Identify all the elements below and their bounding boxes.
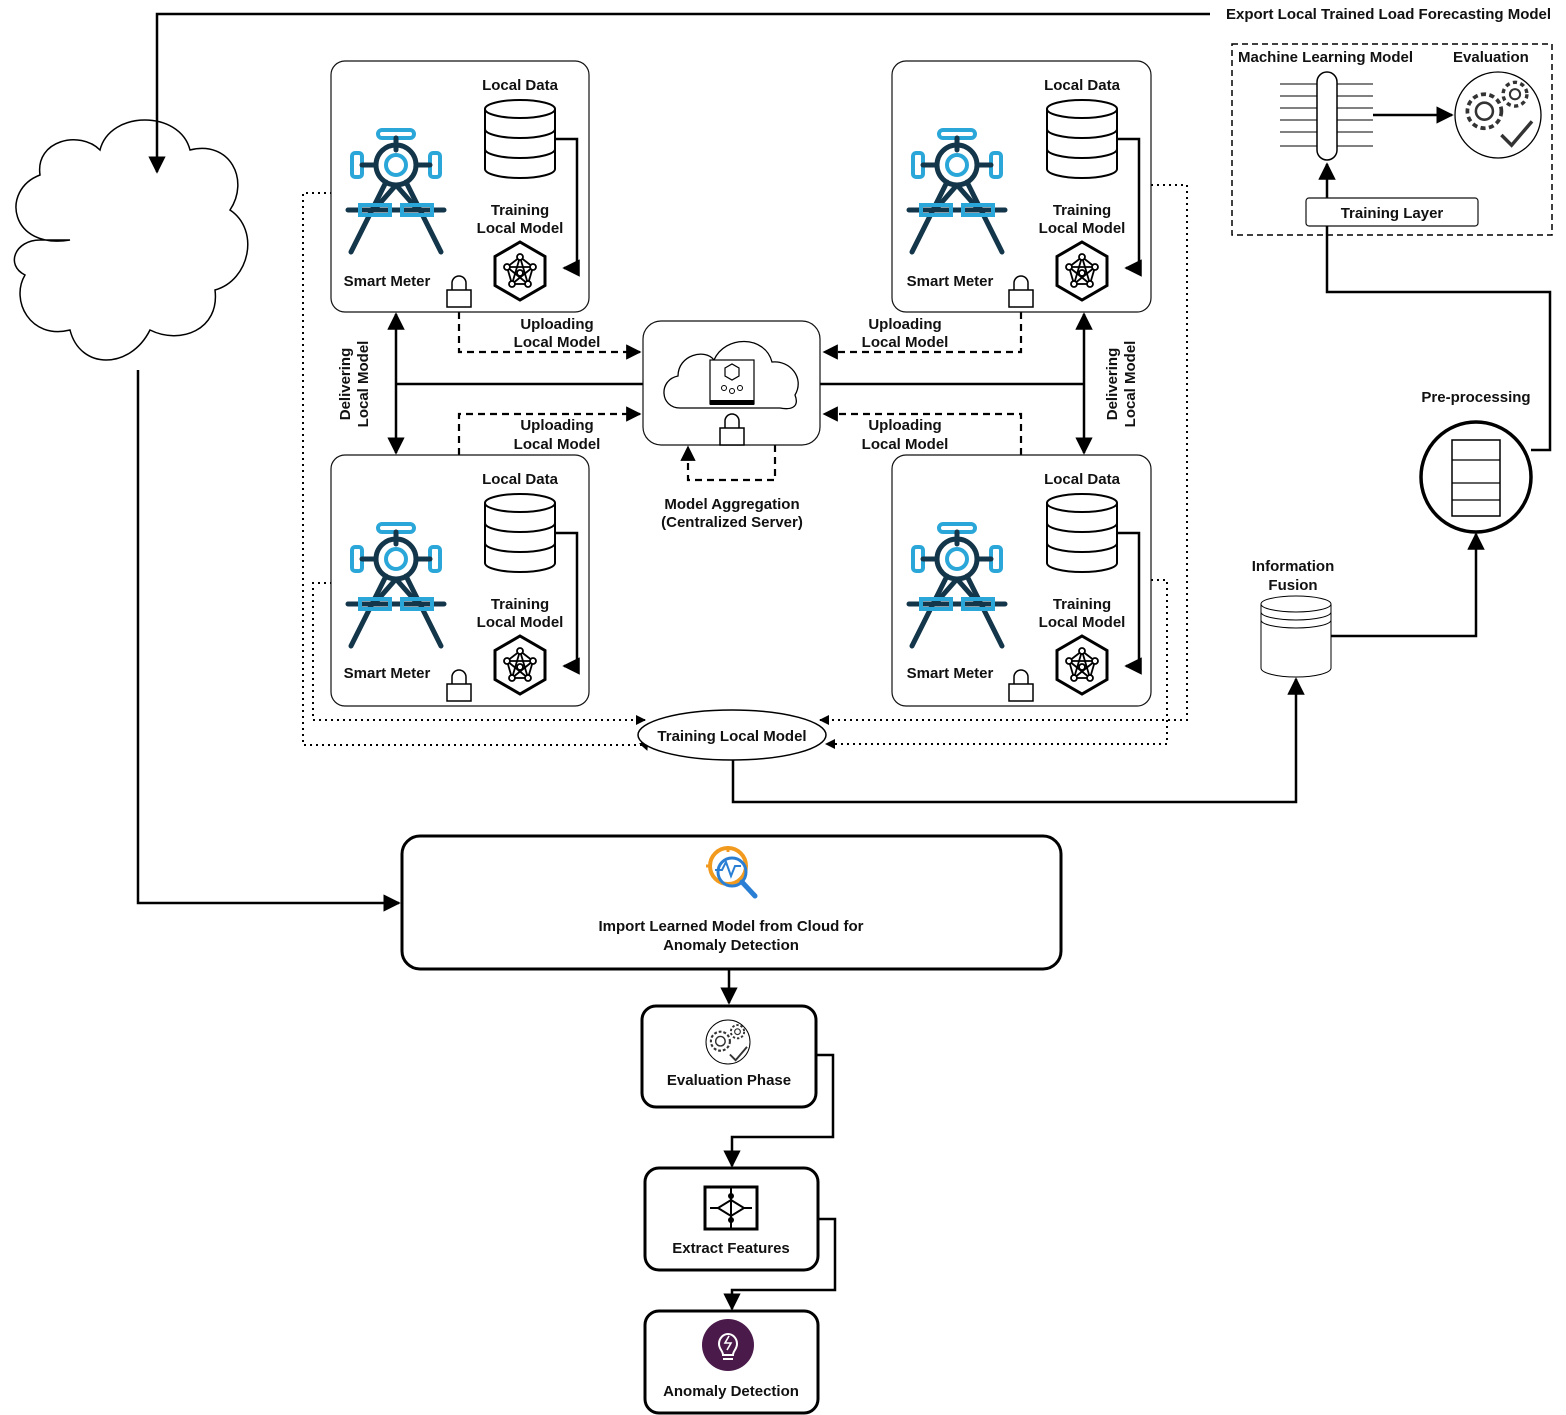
smart-meter-label: Smart Meter (344, 273, 431, 290)
ml-model-group (1231, 43, 1553, 236)
pre-processing-icon (1419, 420, 1533, 534)
uploading-label-bl-1: Uploading (520, 417, 593, 434)
aggregation-label-2: (Centralized Server) (661, 514, 803, 531)
training-layer-label: Training Layer (1341, 205, 1444, 222)
client-node-bottom-right: Smart Meter Local Data Training Local Mo… (891, 454, 1152, 707)
training-label-2: Local Model (1039, 220, 1126, 237)
import-model-box (400, 834, 1063, 971)
delivering-label-right-2: Local Model (1122, 341, 1139, 428)
neural-network-icon (493, 634, 547, 696)
training-label-2: Local Model (477, 220, 564, 237)
local-data-label: Local Data (482, 471, 559, 488)
extract-features-label: Extract Features (672, 1240, 790, 1257)
smart-meter-label: Smart Meter (907, 665, 994, 682)
smart-meter-label: Smart Meter (344, 665, 431, 682)
local-data-label: Local Data (1044, 77, 1121, 94)
training-label-1: Training (491, 596, 549, 613)
neural-network-icon (1055, 240, 1109, 302)
uploading-label-bl-2: Local Model (514, 436, 601, 453)
database-icon (484, 493, 556, 573)
training-local-model-node (637, 709, 827, 761)
evaluation-gears-icon (1454, 71, 1542, 159)
aggregation-label-1: Model Aggregation (664, 496, 799, 513)
uploading-label-tl-1: Uploading (520, 316, 593, 333)
lightbulb-icon (702, 1319, 754, 1371)
smart-meter-label: Smart Meter (907, 273, 994, 290)
uploading-label-br-1: Uploading (868, 417, 941, 434)
training-local-model-label: Training Local Model (657, 728, 806, 745)
evaluation-phase-label: Evaluation Phase (667, 1072, 791, 1089)
training-label-2: Local Model (1039, 614, 1126, 631)
uploading-label-tr-2: Local Model (862, 334, 949, 351)
database-icon (1046, 493, 1118, 573)
training-label-1: Training (1053, 202, 1111, 219)
delivering-label-left-1: Delivering (337, 348, 354, 421)
local-data-label: Local Data (482, 77, 559, 94)
extract-features-icon (703, 1185, 759, 1231)
anomaly-detection-label: Anomaly Detection (663, 1383, 799, 1400)
cloud-icon (13, 119, 249, 361)
search-analytics-icon (706, 846, 758, 899)
ml-model-label: Machine Learning Model (1238, 49, 1413, 66)
database-icon (1046, 99, 1118, 179)
info-fusion-db-icon (1260, 595, 1332, 678)
training-label-1: Training (491, 202, 549, 219)
client-node-top-left: Smart Meter Local Data Training Local Mo… (330, 60, 590, 313)
centralized-server-node (642, 320, 821, 446)
uploading-label-tl-2: Local Model (514, 334, 601, 351)
import-label-2: Anomaly Detection (663, 937, 799, 954)
neural-network-icon (493, 240, 547, 302)
delivering-label-right-1: Delivering (1104, 348, 1121, 421)
client-node-top-right: Smart Meter Local Data Training Local Mo… (891, 60, 1152, 313)
export-model-label: Export Local Trained Load Forecasting Mo… (1226, 6, 1551, 23)
delivering-label-left-2: Local Model (355, 341, 372, 428)
client-node-bottom-left: Smart Meter Local Data Training Local Mo… (330, 454, 590, 707)
ml-model-icon (1280, 71, 1373, 161)
uploading-label-tr-1: Uploading (868, 316, 941, 333)
evaluation-label: Evaluation (1453, 49, 1529, 66)
import-label-1: Import Learned Model from Cloud for (599, 918, 864, 935)
gears-check-icon (705, 1019, 751, 1065)
info-fusion-label-2: Fusion (1268, 577, 1317, 594)
database-icon (484, 99, 556, 179)
info-fusion-label-1: Information (1252, 558, 1335, 575)
server-icon (709, 359, 755, 405)
training-label-2: Local Model (477, 614, 564, 631)
neural-network-icon (1055, 634, 1109, 696)
training-label-1: Training (1053, 596, 1111, 613)
uploading-label-br-2: Local Model (862, 436, 949, 453)
training-layer-box (1305, 197, 1479, 227)
local-data-label: Local Data (1044, 471, 1121, 488)
pre-processing-label: Pre-processing (1421, 389, 1530, 406)
